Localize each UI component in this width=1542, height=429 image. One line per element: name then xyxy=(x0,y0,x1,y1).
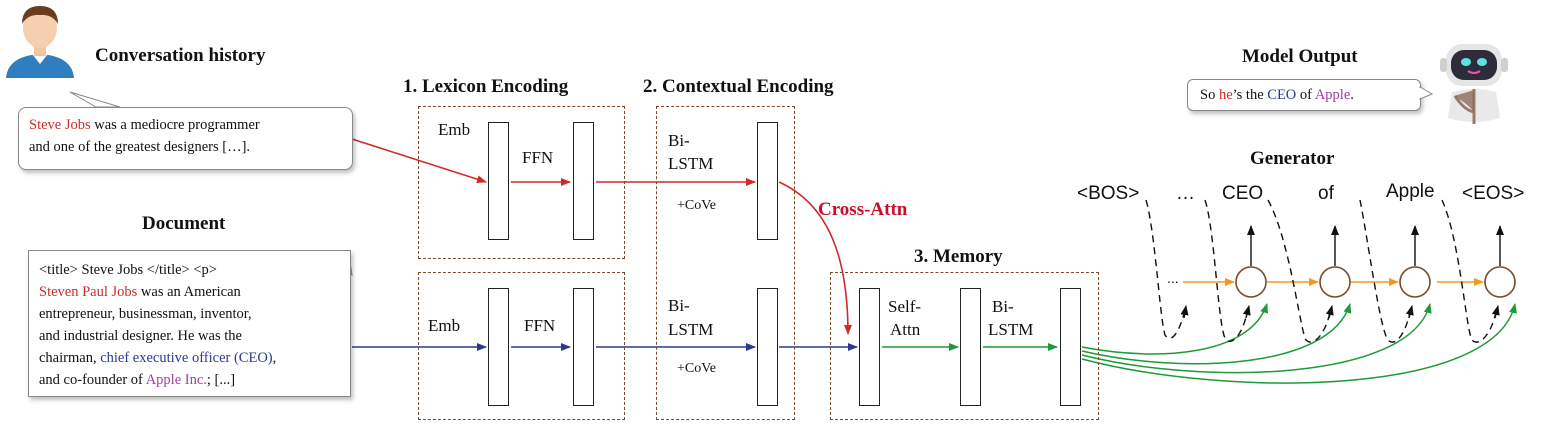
output-pre: So xyxy=(1200,87,1219,103)
doc-line-3: entrepreneur, businessman, inventor, xyxy=(39,306,252,322)
doc-line-5-post: , xyxy=(272,350,277,366)
entity-ceo: chief executive officer (CEO) xyxy=(100,350,273,366)
entity-steve-jobs: Steve Jobs xyxy=(29,117,91,133)
attn-label: Attn xyxy=(890,320,921,339)
doc-line-6: and co-founder of Apple Inc.; [...] xyxy=(39,369,340,391)
generator-ellipsis-small: ... xyxy=(1167,270,1179,286)
bilstm-vector-document xyxy=(757,288,778,406)
token-of: of xyxy=(1318,183,1334,204)
bi-label-conversation: Bi- xyxy=(668,131,690,150)
output-ceo: CEO xyxy=(1267,87,1297,103)
entity-apple-inc: Apple Inc. xyxy=(145,372,207,388)
lexicon-encoding-title: 1. Lexicon Encoding xyxy=(403,76,569,97)
cove-label-conversation: +CoVe xyxy=(677,198,717,213)
output-mid2: of xyxy=(1296,87,1315,103)
token-ceo: CEO xyxy=(1222,183,1264,204)
model-output-bubble: So he’s the CEO of Apple. xyxy=(1187,79,1421,111)
emb-vector-conversation xyxy=(488,122,509,240)
memory-input-vector xyxy=(859,288,880,406)
user-avatar-icon xyxy=(6,6,74,78)
output-apple: Apple xyxy=(1314,87,1351,103)
lstm-label-document: LSTM xyxy=(668,320,714,339)
feedback-arrowheads xyxy=(1180,305,1500,319)
decoder-state xyxy=(1484,266,1516,298)
entity-steven-paul-jobs: Steven Paul Jobs xyxy=(39,284,138,300)
output-bubble-tail xyxy=(1419,86,1434,100)
token-bos: <BOS> xyxy=(1077,183,1140,204)
token-apple: Apple xyxy=(1386,181,1435,202)
decoder-state xyxy=(1319,266,1351,298)
memory-bilstm-vector xyxy=(1060,288,1081,406)
output-mid1: ’s the xyxy=(1232,87,1268,103)
output-he: he xyxy=(1218,87,1233,103)
lstm-label-conversation: LSTM xyxy=(668,154,714,173)
token-ellipsis: … xyxy=(1176,183,1195,204)
doc-line-2: Steven Paul Jobs was an American xyxy=(39,281,340,303)
doc-line-6-post: ; [...] xyxy=(206,372,236,388)
model-output-title: Model Output xyxy=(1242,46,1358,67)
memory-lstm-label: LSTM xyxy=(988,320,1034,339)
lexicon-box-conversation xyxy=(418,106,625,259)
document-title: Document xyxy=(142,213,226,234)
conversation-bubble: Steve Jobs was a mediocre programmer and… xyxy=(18,107,353,170)
token-eos: <EOS> xyxy=(1462,183,1525,204)
decoder-state xyxy=(1235,266,1267,298)
memory-bi-label: Bi- xyxy=(992,297,1014,316)
bi-label-document: Bi- xyxy=(668,296,690,315)
cross-attn-label: Cross-Attn xyxy=(818,199,908,220)
doc-line-1: <title> Steve Jobs </title> <p> xyxy=(39,262,217,278)
lexicon-box-document xyxy=(418,272,625,420)
self-label: Self- xyxy=(888,297,922,316)
ffn-vector-conversation xyxy=(573,122,594,240)
feedback-loops xyxy=(1145,199,1497,343)
memory-title: 3. Memory xyxy=(914,246,1003,267)
contextual-encoding-title: 2. Contextual Encoding xyxy=(643,76,834,97)
conversation-flow-arrows xyxy=(351,138,852,335)
generator-states xyxy=(1235,266,1516,298)
memory-flow-arrows xyxy=(882,303,1517,384)
doc-line-5-pre: chairman, xyxy=(39,350,101,366)
doc-line-4: and industrial designer. He was the xyxy=(39,328,242,344)
ffn-label-conversation: FFN xyxy=(522,148,554,167)
cove-label-document: +CoVe xyxy=(677,361,717,376)
bubble-text-line1: was a mediocre programmer xyxy=(90,117,260,133)
memory-box xyxy=(830,272,1099,420)
bubble-text-line2: and one of the greatest designers […]. xyxy=(29,139,251,155)
robot-icon xyxy=(1440,44,1508,124)
emb-vector-document xyxy=(488,288,509,406)
doc-line-5: chairman, chief executive officer (CEO), xyxy=(39,347,340,369)
output-post: . xyxy=(1350,87,1354,103)
output-arrows xyxy=(1247,225,1504,266)
conversation-history-title: Conversation history xyxy=(95,45,266,66)
doc-line-6-pre: and co-founder of xyxy=(39,372,146,388)
doc-line-2-rest: was an American xyxy=(137,284,241,300)
self-attn-vector xyxy=(960,288,981,406)
decoder-state xyxy=(1399,266,1431,298)
generator-title: Generator xyxy=(1250,148,1335,169)
ffn-vector-document xyxy=(573,288,594,406)
emb-label-conversation: Emb xyxy=(438,120,471,139)
emb-label-document: Emb xyxy=(428,316,461,335)
bilstm-vector-conversation xyxy=(757,122,778,240)
contextual-box xyxy=(656,106,795,420)
ffn-label-document: FFN xyxy=(524,316,556,335)
document-box: <title> Steve Jobs </title> <p> Steven P… xyxy=(28,250,351,397)
